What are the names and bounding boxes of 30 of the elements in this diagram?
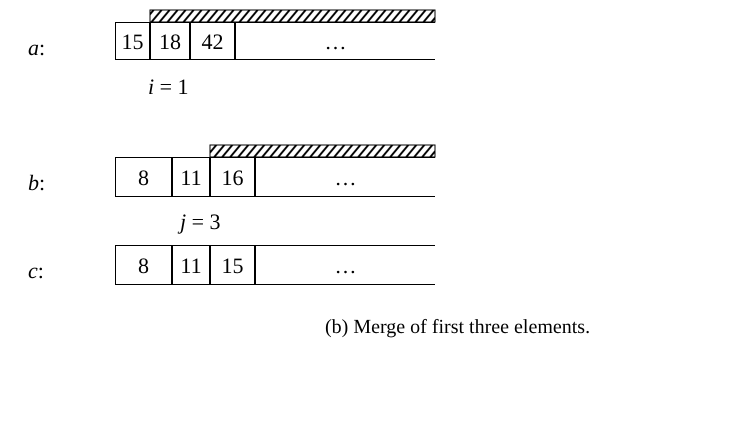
array-cell [235, 22, 435, 60]
array-cell [172, 157, 210, 197]
array-cell [255, 245, 435, 285]
caption: (b) Merge of first three elements. [325, 315, 590, 340]
array-cell [255, 157, 435, 197]
cell-value: 18 [159, 28, 181, 56]
array-label: b: [28, 169, 46, 197]
array-label: c: [28, 257, 44, 285]
cell-value: 15 [222, 252, 244, 280]
array-cell [190, 22, 235, 60]
cell-value: … [334, 164, 356, 192]
array-cell [210, 157, 255, 197]
cell-value: 16 [222, 164, 244, 192]
cell-value: 8 [138, 164, 149, 192]
cell-value: 11 [180, 164, 202, 192]
cell-value: 15 [122, 28, 144, 56]
array-label: a: [28, 34, 46, 62]
array-cell [115, 22, 150, 60]
cell-value: 11 [180, 252, 202, 280]
array-label: i = 1 [148, 73, 189, 101]
array-label: j = 3 [180, 205, 221, 238]
cell-value: … [324, 28, 346, 56]
array-cell [150, 22, 190, 60]
array-cell [115, 245, 172, 285]
cell-value: 42 [202, 28, 224, 56]
array-cell [115, 157, 172, 197]
array-cell [172, 245, 210, 285]
cell-value: 8 [138, 252, 149, 280]
array-cell [210, 245, 255, 285]
cell-value: … [334, 252, 356, 280]
